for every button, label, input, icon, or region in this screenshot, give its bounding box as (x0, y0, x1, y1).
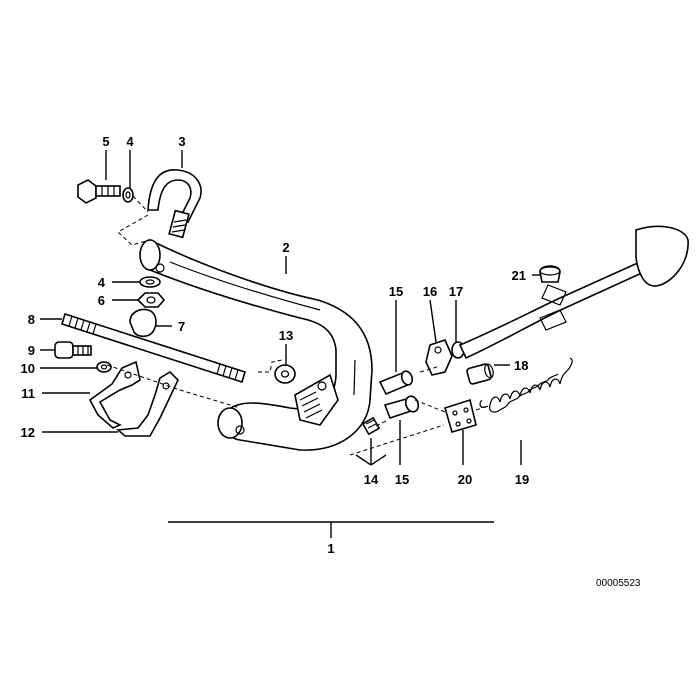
label-part-20: 20 (458, 472, 472, 487)
label-part-15a: 15 (389, 284, 403, 299)
label-part-4b: 4 (98, 275, 106, 290)
clamp-drawing (147, 169, 202, 239)
label-part-14: 14 (364, 472, 379, 487)
long-stud-drawing (61, 312, 246, 384)
label-part-1: 1 (327, 541, 334, 556)
assembly-guide-lines (106, 195, 489, 456)
plug-21-drawing (539, 265, 561, 283)
label-part-4a: 4 (126, 134, 134, 149)
plate-20-drawing (444, 398, 477, 433)
nut-stack-drawing (129, 276, 166, 338)
label-part-6: 6 (98, 293, 105, 308)
lever-arm-drawing (425, 225, 689, 376)
label-part-2: 2 (282, 240, 289, 255)
label-part-11: 11 (21, 386, 35, 401)
bolt-5-drawing (77, 179, 134, 204)
assembly-baseline (168, 521, 494, 538)
label-part-5: 5 (102, 134, 109, 149)
label-part-16: 16 (423, 284, 437, 299)
label-part-7: 7 (178, 319, 185, 334)
label-part-10: 10 (21, 361, 35, 376)
reference-code: 00005523 (596, 578, 641, 589)
washer-13-drawing (274, 364, 296, 384)
label-part-12: 12 (21, 425, 35, 440)
sleeve-18-drawing (466, 363, 494, 385)
bracket-drawing (88, 360, 179, 437)
label-part-8: 8 (28, 312, 35, 327)
label-part-17: 17 (449, 284, 463, 299)
leader-lines (40, 150, 540, 466)
label-part-21: 21 (512, 268, 526, 283)
label-part-3: 3 (178, 134, 185, 149)
label-part-13: 13 (279, 328, 293, 343)
label-part-19: 19 (515, 472, 529, 487)
label-part-9: 9 (28, 343, 35, 358)
label-part-15b: 15 (395, 472, 409, 487)
screw-9-drawing (54, 341, 112, 373)
main-stand-frame-drawing (139, 238, 373, 451)
label-part-18: 18 (514, 358, 528, 373)
